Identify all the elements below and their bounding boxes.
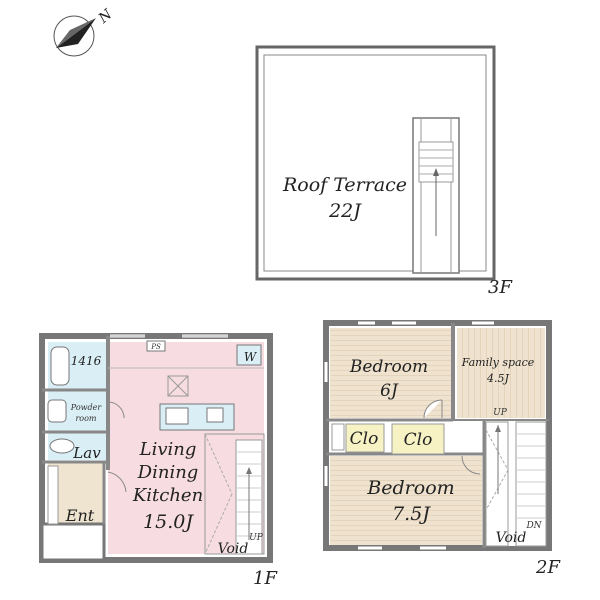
north-label: N [95,6,116,27]
floor-2f: Clo Clo UP DN Void Bedroom 6J Family spa… [323,320,561,578]
lav-label: Lav [72,444,101,462]
bathtub-icon [50,346,70,386]
floor-label-2f: 2F [535,557,561,578]
roof-terrace-name: Roof Terrace [282,174,407,196]
ldk-l1: Living [139,439,197,460]
bedroom-bottom-name: Bedroom [366,477,454,499]
ldk-l2: Dining [137,462,199,483]
powder-room-l1: Powder [70,403,103,412]
w-label: W [244,350,258,364]
ent-label: Ent [65,506,95,525]
f2-up-label: UP [493,408,508,418]
floor-label-3f: 3F [488,277,513,298]
bath-size: 1416 [71,354,102,368]
bedroom-bottom-size: 7.5J [392,503,431,525]
floor-label-1f: 1F [253,568,278,589]
sink-icon [47,399,67,423]
roof-stair [412,117,460,274]
clo-right: Clo [404,430,433,450]
ldk-size: 15.0J [143,511,194,533]
f2-dn-label: DN [525,521,542,531]
ldk-l3: Kitchen [132,485,203,506]
bedroom-top-size: 6J [380,381,399,401]
floor-3f: Roof Terrace 22J 3F [255,45,513,298]
roof-terrace-size: 22J [328,200,362,222]
bedroom-top-name: Bedroom [349,357,428,377]
f2-void-label: Void [496,530,527,546]
powder-room-l2: room [75,414,96,423]
f1-up-label: UP [249,533,264,543]
toilet-icon [49,438,75,454]
floor-1f: 1416 Powder room Lav Ent PS W [39,333,278,589]
clo-left: Clo [350,429,379,449]
family-space-size: 4.5J [486,372,509,385]
f1-void-label: Void [218,541,249,557]
ps-label: PS [150,343,161,351]
family-space-name: Family space [461,356,535,369]
compass-icon: N [53,6,116,57]
